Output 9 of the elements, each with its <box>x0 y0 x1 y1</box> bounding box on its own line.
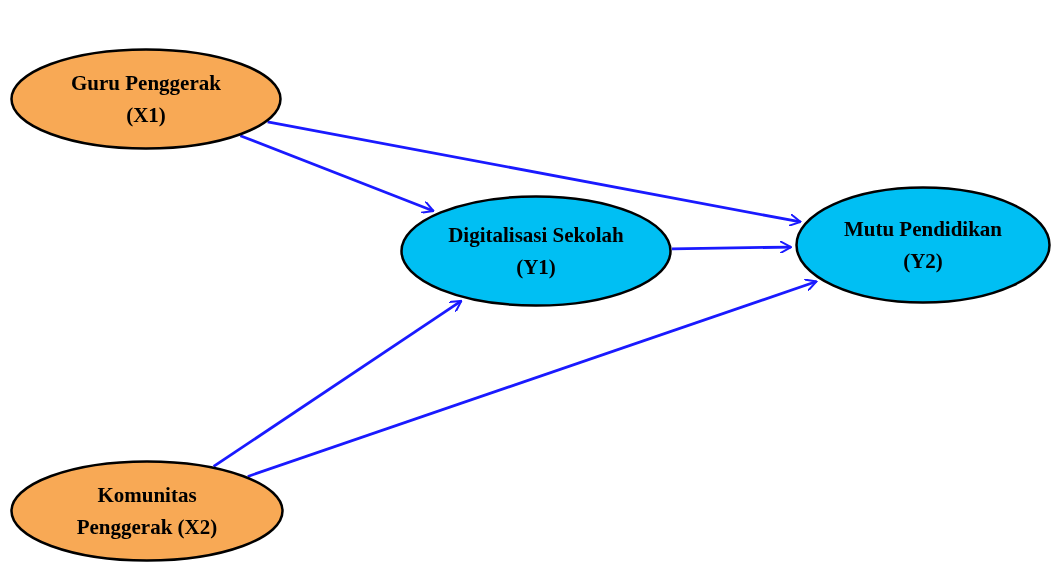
arrow <box>247 278 818 478</box>
arrow <box>212 299 463 468</box>
arrow <box>239 134 435 214</box>
node-label: Komunitas Penggerak (X2) <box>75 481 219 541</box>
arrow <box>671 240 793 255</box>
node-label: Mutu Pendidikan (Y2) <box>842 215 1004 275</box>
node-label: Guru Penggerak (X1) <box>70 69 222 129</box>
arrow <box>267 120 802 227</box>
node-label: Digitalisasi Sekolah (Y1) <box>447 221 625 281</box>
